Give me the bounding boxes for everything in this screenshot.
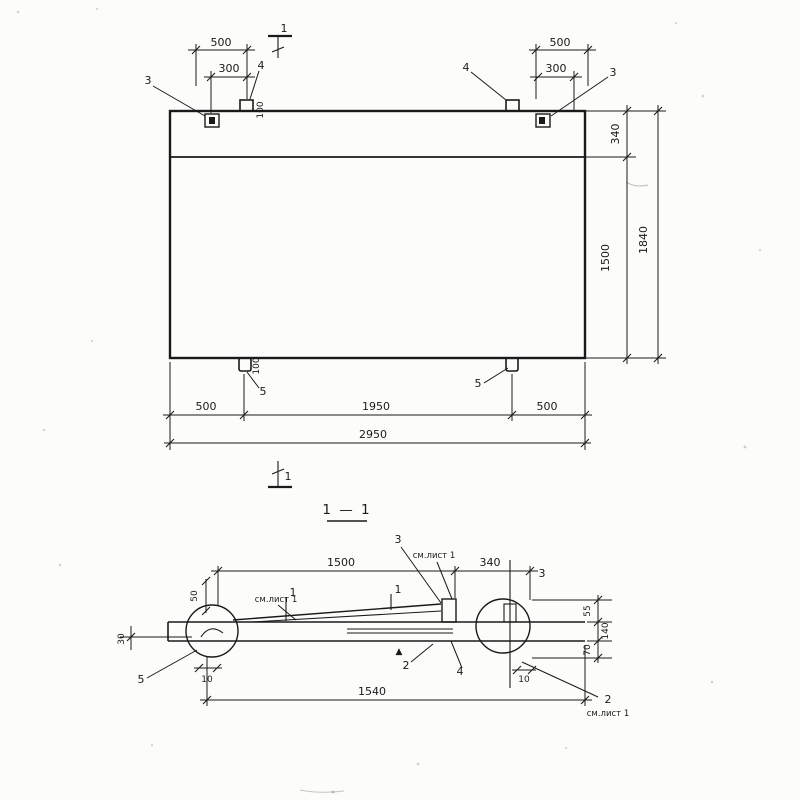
dim-right-1840: 1840: [637, 226, 650, 254]
corner-embed-right: [535, 113, 551, 128]
hook-detail: [200, 628, 224, 638]
dim-bottom-total: 2950: [359, 428, 387, 441]
callout-5-left: 5: [260, 385, 267, 398]
triangle-marker: ▲: [396, 647, 403, 657]
section-dims-top: 1500 см.лист 1 340 3 3: [211, 533, 546, 606]
dim-top-left-500: 500: [211, 36, 232, 49]
dim-far-left-30: 30: [117, 633, 127, 645]
plan-dims-bottom: 500 1950 500 2950: [163, 362, 592, 450]
section-title-text: 1 — 1: [322, 502, 371, 518]
dim-right-10: 10: [518, 675, 530, 685]
dim-left-50: 50: [190, 590, 200, 602]
dim-top-right-500: 500: [550, 36, 571, 49]
detail-circle-right: [475, 598, 531, 654]
dim-tab-offset-top: 100: [256, 101, 266, 118]
section-mark-top-label: 1: [281, 22, 288, 35]
callout-2-mid: 2: [403, 659, 410, 672]
dim-section-340: 340: [480, 556, 501, 569]
section-dims-right: 55 140 70: [532, 595, 612, 663]
bottom-tab-left: [238, 357, 252, 372]
callout-5-right: 5: [475, 377, 482, 390]
plan-view: 500 300 100 500 300 1 3: [145, 22, 666, 489]
dim-right-340: 340: [609, 124, 622, 145]
section-dims-bottom: 1540: [200, 645, 592, 706]
dim-bottom-right-500: 500: [537, 400, 558, 413]
dim-right-70: 70: [583, 644, 593, 656]
section-callouts-mid: ▲ 2 4 10: [396, 640, 537, 685]
corner-embed-left: [204, 113, 220, 128]
dim-right-55: 55: [583, 605, 593, 616]
dim-right-140: 140: [601, 622, 611, 639]
section-title: 1 — 1: [322, 502, 371, 522]
top-tab-right: [505, 99, 520, 112]
end-tab-section: [441, 598, 457, 623]
section-mark-bottom-label: 1: [285, 470, 292, 483]
section-view: 1 — 1 1500: [117, 502, 629, 719]
callout-5-section: 5: [138, 673, 145, 686]
plan-dims-top-right: 500 300: [529, 36, 596, 112]
section-mark-bottom: 1: [268, 461, 292, 489]
bottom-tab-right: [505, 357, 519, 372]
section-mark-top: 1: [268, 22, 292, 58]
dim-top-left-300: 300: [219, 62, 240, 75]
dim-top-right-300: 300: [546, 62, 567, 75]
section-note-bottom-right: 2 см.лист 1: [521, 661, 629, 719]
top-tab-left: [239, 99, 254, 112]
dim-bottom-mid-1950: 1950: [362, 400, 390, 413]
detail-circle-left: [185, 604, 239, 658]
callout-4-right: 4: [463, 61, 470, 74]
callout-4-left: 4: [258, 59, 265, 72]
scan-noise: [16, 8, 761, 794]
note-see-sheet-top: см.лист 1: [413, 551, 455, 561]
dim-tab-offset-bottom: 100: [252, 357, 262, 374]
note-see-sheet-bottom: см.лист 1: [587, 709, 629, 719]
callout-2-right: 2: [605, 693, 612, 706]
panel-outline: [168, 109, 587, 360]
dim-bottom-left-500: 500: [196, 400, 217, 413]
pos-label-1b: 1: [395, 583, 402, 596]
dim-bottom-1540: 1540: [358, 685, 386, 698]
slab-section: [167, 560, 585, 688]
plan-dims-right: 340 1500 1840: [585, 105, 666, 364]
dim-right-1500: 1500: [599, 244, 612, 272]
callout-4-mid: 4: [457, 665, 464, 678]
callout-3-right: 3: [610, 66, 617, 79]
dim-section-1500: 1500: [327, 556, 355, 569]
note-see-sheet-left: см.лист 1: [255, 595, 297, 605]
plan-callouts: 3 4 4 3 5 5 100: [145, 59, 617, 398]
pos-label-1a: 1: [290, 586, 297, 599]
plan-dims-top-left: 500 300 100: [188, 36, 266, 119]
callout-3-right: 3: [539, 567, 546, 580]
joint-embed-section: [503, 603, 517, 623]
callout-3-left: 3: [145, 74, 152, 87]
position-labels: 1 1 см.лист 1: [255, 583, 402, 621]
callout-3-top: 3: [395, 533, 402, 546]
